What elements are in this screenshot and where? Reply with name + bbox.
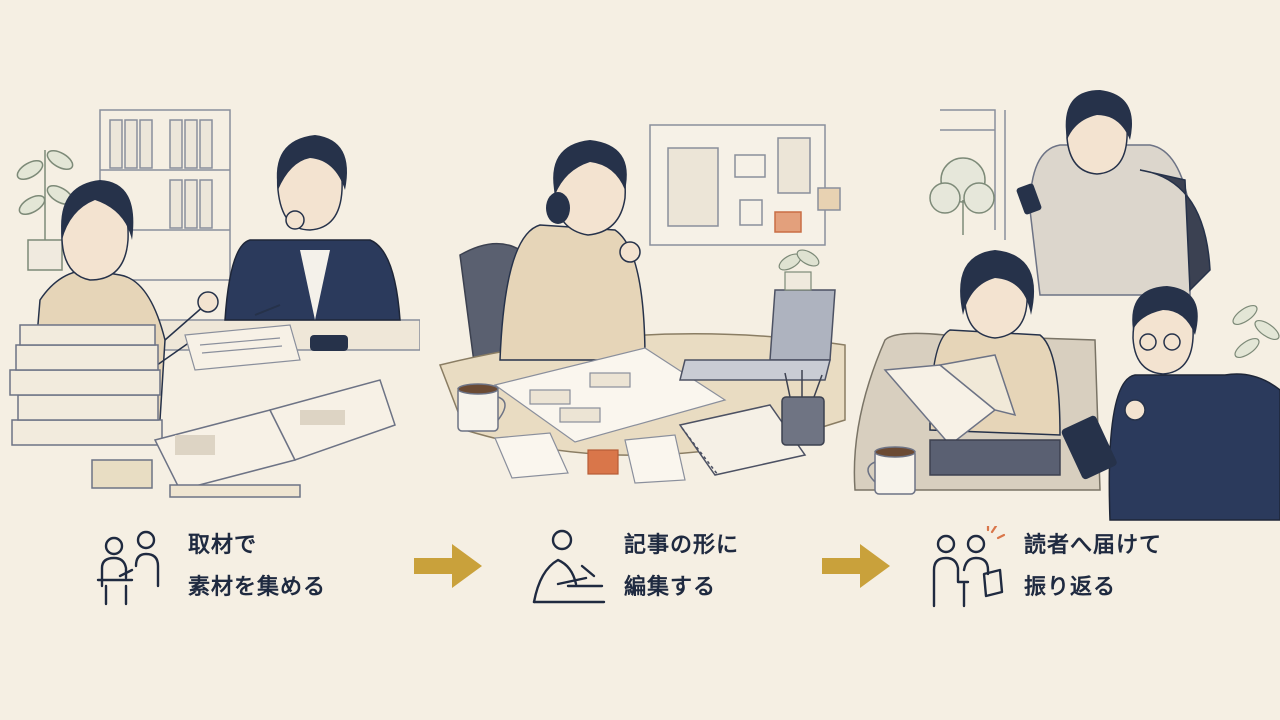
step-1-line-2: 素材を集める (188, 575, 327, 600)
standing-man-phone (1016, 90, 1211, 296)
interview-illustration (9, 109, 420, 498)
interview-icon (96, 530, 160, 606)
spiral-notebook (678, 404, 807, 476)
step-3-text: 読者へ届けて 振り返る (1024, 525, 1162, 609)
readers-scene (845, 90, 1280, 530)
step-2-line-1: 記事の形に (624, 533, 740, 558)
man-with-tablet (1061, 286, 1280, 521)
editing-scene (430, 90, 860, 510)
step-2-line-2: 編集する (624, 575, 717, 600)
window (940, 109, 1006, 240)
readers-illustration (853, 90, 1280, 521)
reading-woman (883, 250, 1061, 476)
reader-coffee-mug (867, 446, 916, 495)
bookshelf (99, 109, 231, 281)
notes (494, 432, 686, 484)
man-interviewee (224, 135, 401, 351)
editing-icon (532, 529, 606, 604)
step-2-caption: 記事の形に 編集する (528, 525, 739, 609)
arrow-right-icon (822, 544, 890, 588)
desk-plant (778, 249, 820, 291)
interview-scene (0, 90, 420, 510)
step-1-line-1: 取材で (188, 533, 258, 558)
step-3-caption: 読者へ届けて 振り返る (928, 525, 1162, 609)
pen-cup (781, 370, 825, 446)
plant (16, 149, 74, 271)
open-book (153, 379, 396, 498)
layout-sheet (493, 347, 727, 443)
editing-illustration (438, 124, 846, 484)
laptop (679, 289, 836, 381)
readers-icon (932, 526, 1006, 608)
step-1-text: 取材で 素材を集める (188, 525, 326, 609)
arrow-right-icon (414, 544, 482, 588)
corner-plant (1232, 304, 1280, 359)
corkboard (649, 124, 841, 246)
coffee-mug (457, 383, 506, 432)
notebook (184, 324, 301, 371)
step-2-text: 記事の形に 編集する (624, 525, 739, 609)
book-stack (9, 324, 163, 489)
step-3-line-2: 振り返る (1024, 575, 1117, 600)
step-1-caption: 取材で 素材を集める (92, 525, 326, 609)
tree (929, 157, 995, 235)
step-3-line-1: 読者へ届けて (1024, 533, 1163, 558)
woman-editor (499, 140, 646, 371)
